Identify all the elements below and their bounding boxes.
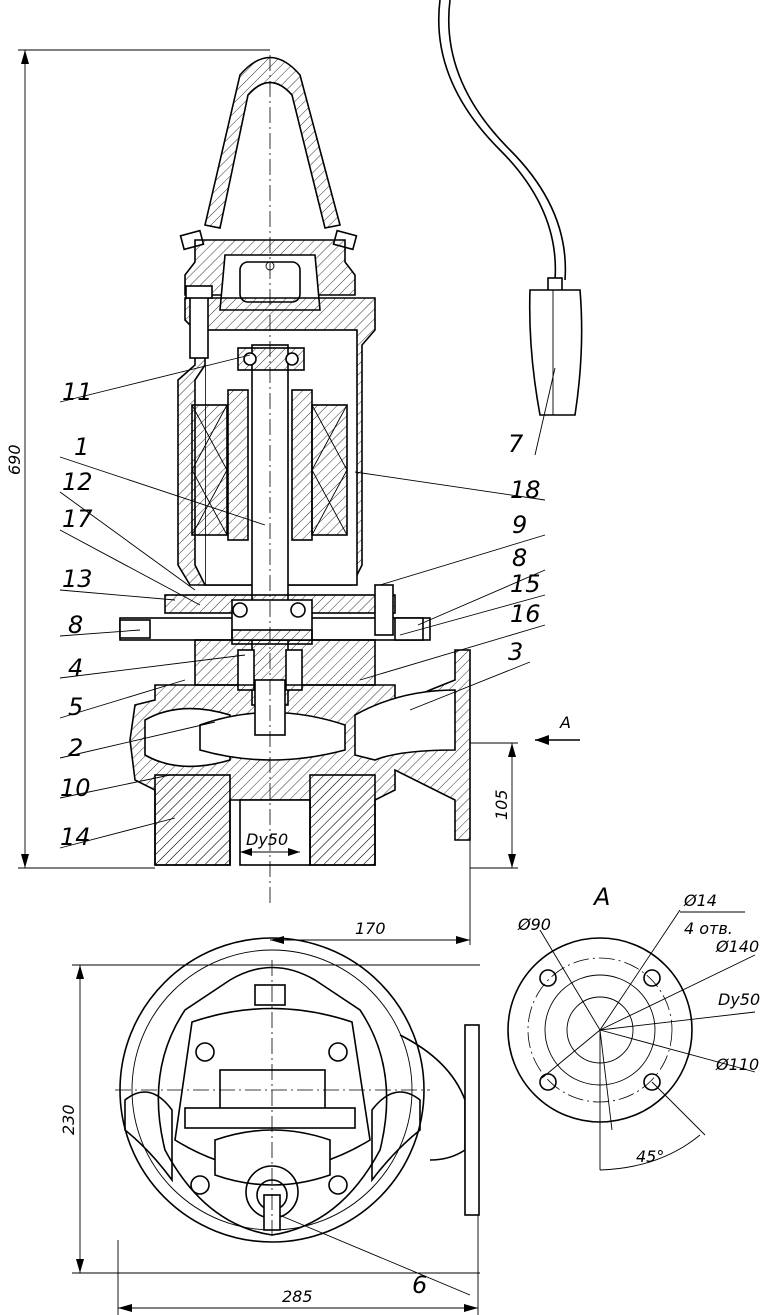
dim-outlet-height: 105 xyxy=(470,742,518,869)
view-a-holes: 4 отв. xyxy=(684,919,733,938)
label-8-right: 8 xyxy=(512,544,527,572)
dim-230: 230 xyxy=(59,1104,78,1135)
label-11: 11 xyxy=(62,378,93,406)
dim-outlet-offset: 170 xyxy=(270,840,471,945)
label-3: 3 xyxy=(508,638,523,666)
dim-plan-width: 285 xyxy=(117,1215,479,1315)
view-a-d140: Ø140 xyxy=(715,937,759,956)
dim-dy50-suction: Dy50 xyxy=(246,830,288,849)
label-18: 18 xyxy=(510,476,541,504)
flange-bolt-hole xyxy=(539,1073,557,1091)
bearing-upper xyxy=(237,347,305,371)
dim-overall-height: 690 xyxy=(5,49,270,869)
dim-105: 105 xyxy=(492,789,511,820)
view-a-flange: A Ø90 Ø14 4 отв. Ø140 Dy50 Ø110 45° xyxy=(507,883,760,1171)
label-17: 17 xyxy=(62,505,93,533)
label-13: 13 xyxy=(62,565,93,593)
plan-bolt xyxy=(195,1042,215,1062)
leader-lines xyxy=(59,354,556,1296)
flange-bolt-hole xyxy=(643,1073,661,1091)
flange-bolt-hole xyxy=(539,969,557,987)
seal-block xyxy=(119,594,431,691)
flange-bolt-hole xyxy=(643,969,661,987)
label-2: 2 xyxy=(68,734,83,762)
dim-suction: Dy50 xyxy=(240,830,300,856)
view-a-d90: Ø90 xyxy=(517,915,551,934)
label-12: 12 xyxy=(62,468,93,496)
label-15: 15 xyxy=(510,570,541,598)
view-a-d14: Ø14 xyxy=(683,891,717,910)
dim-690: 690 xyxy=(5,444,24,475)
stator xyxy=(191,389,348,541)
view-arrow-a: A xyxy=(535,713,580,745)
view-a-title: A xyxy=(592,883,610,911)
float-switch xyxy=(437,0,583,416)
section-view xyxy=(119,55,471,905)
plan-bolt xyxy=(328,1175,348,1195)
dim-285: 285 xyxy=(282,1287,313,1306)
plan-bolt xyxy=(190,1175,210,1195)
dim-170: 170 xyxy=(355,919,386,938)
part-labels: 11 1 12 17 13 8 4 5 2 10 14 7 18 9 8 15 … xyxy=(60,378,541,1299)
label-8-left: 8 xyxy=(68,611,83,639)
label-6: 6 xyxy=(412,1271,427,1299)
label-5: 5 xyxy=(68,693,83,721)
plan-view xyxy=(115,937,480,1243)
dim-plan-depth: 230 xyxy=(59,964,480,1274)
view-a-dy50: Dy50 xyxy=(718,990,760,1009)
label-7: 7 xyxy=(508,430,524,458)
label-14: 14 xyxy=(60,823,91,851)
view-a-angle: 45° xyxy=(636,1147,664,1166)
label-16: 16 xyxy=(510,600,541,628)
arrow-a-label: A xyxy=(559,713,571,732)
label-4: 4 xyxy=(68,654,83,682)
label-9: 9 xyxy=(512,511,527,539)
lifting-handle xyxy=(179,56,358,251)
label-1: 1 xyxy=(74,433,89,461)
view-a-d110: Ø110 xyxy=(715,1055,759,1074)
label-10: 10 xyxy=(60,774,91,802)
plan-bolt xyxy=(328,1042,348,1062)
